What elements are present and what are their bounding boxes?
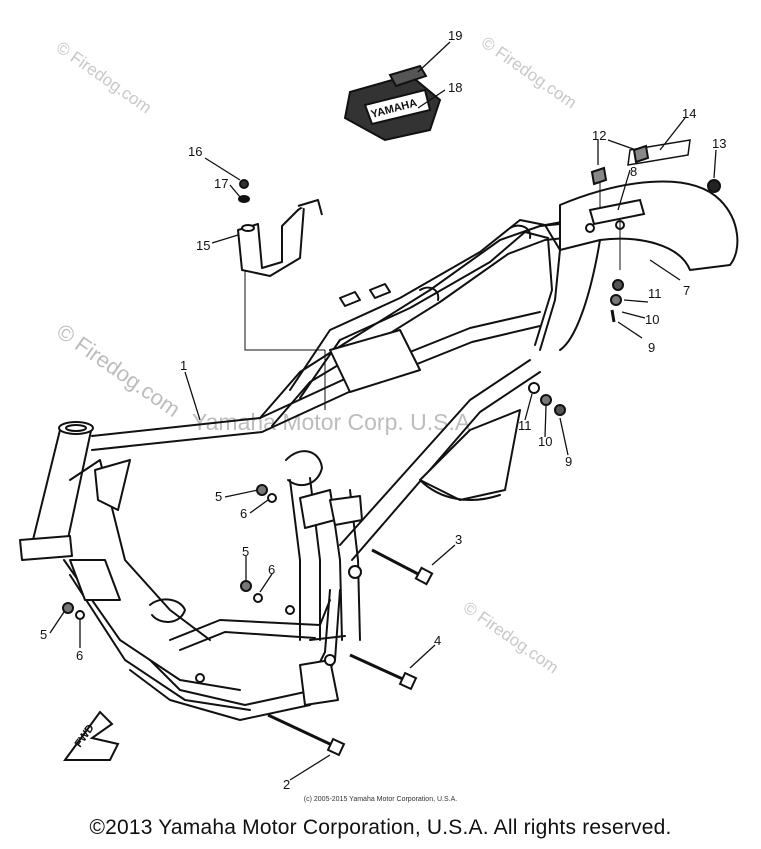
rear-fender (559, 180, 739, 271)
callout-4: 4 (434, 633, 441, 648)
callout-9b: 9 (565, 454, 572, 469)
watermarks: © Firedog.com © Firedog.com © Firedog.co… (52, 33, 580, 678)
callout-6c: 6 (76, 648, 83, 663)
callout-13: 13 (712, 136, 726, 151)
callout-9a: 9 (648, 340, 655, 355)
footer-copyright: ©2013 Yamaha Motor Corporation, U.S.A. A… (89, 816, 672, 839)
battery-tray (419, 409, 521, 501)
callout-labels: 1 2 3 4 5 6 5 6 5 6 7 8 9 10 11 9 10 11 … (40, 28, 726, 792)
leader-lines (49, 41, 717, 781)
footer-small-copyright: (c) 2005-2015 Yamaha Motor Corporation, … (303, 796, 458, 803)
callout-5c: 5 (40, 627, 47, 642)
callout-7: 7 (683, 283, 690, 298)
callout-19: 19 (448, 28, 462, 43)
down-tube (69, 459, 211, 641)
callout-14: 14 (682, 106, 696, 121)
callout-15: 15 (196, 238, 210, 253)
watermark-center: Yamaha Motor Corp. U.S.A. (192, 409, 477, 435)
callout-8: 8 (630, 164, 637, 179)
callout-3: 3 (455, 532, 462, 547)
callout-12: 12 (592, 128, 606, 143)
lower-cradle (129, 589, 341, 721)
callout-11a: 11 (648, 286, 662, 301)
callout-5a: 5 (215, 489, 222, 504)
battery-bracket (237, 199, 323, 277)
callout-10b: 10 (538, 434, 552, 449)
hardware (62, 144, 721, 757)
callout-6b: 6 (268, 562, 275, 577)
seat-rail (289, 219, 561, 391)
head-tube (29, 425, 93, 553)
callout-18: 18 (448, 80, 462, 95)
callout-10a: 10 (645, 312, 659, 327)
watermark-left: © Firedog.com (52, 319, 185, 422)
callout-1: 1 (180, 358, 187, 373)
emblem-cover: YAMAHA (343, 64, 442, 142)
frame-drawing (19, 180, 739, 721)
watermark-top-left: © Firedog.com (53, 38, 155, 118)
callout-6a: 6 (240, 506, 247, 521)
callout-5b: 5 (242, 544, 249, 559)
watermark-bottom-right: © Firedog.com (460, 598, 562, 678)
fwd-arrow-icon: FWD (63, 710, 120, 761)
callout-16: 16 (188, 144, 202, 159)
callout-11b: 11 (518, 418, 532, 433)
callout-17: 17 (214, 176, 228, 191)
callout-2: 2 (283, 777, 290, 792)
watermark-top-right: © Firedog.com (478, 33, 580, 113)
